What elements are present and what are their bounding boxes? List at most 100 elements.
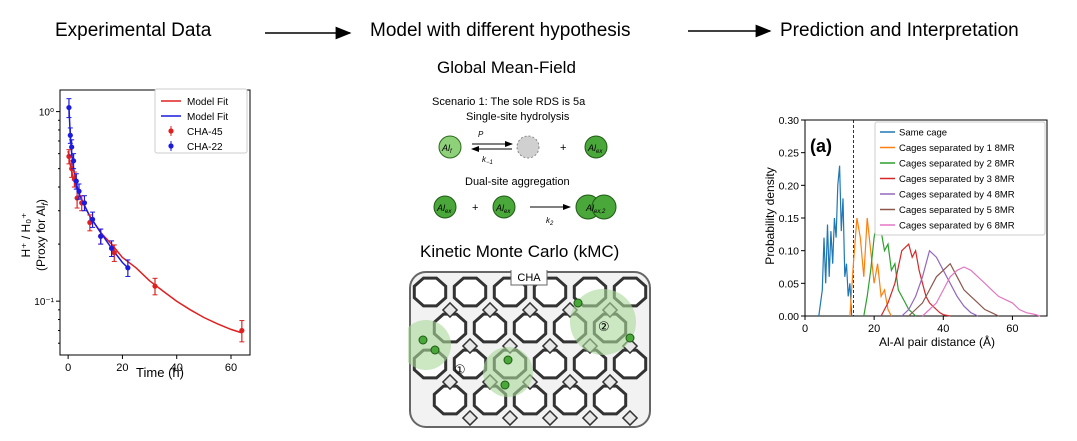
al-site-1 [418,335,428,345]
data-point-2-9 [239,327,245,334]
site-marker-2: ② [598,319,610,334]
highlight-right [570,289,636,355]
plus-sign-1: + [560,142,566,154]
al-site-6 [625,333,635,343]
legend-label-1: Model Fit [187,112,228,123]
al-ex-circle-3 [492,195,516,219]
dual-site-text: Dual-site aggregation [465,176,570,188]
d4r-unit-14 [601,373,619,391]
series-line-1 [849,217,892,317]
data-point-3-8 [98,233,104,239]
experimental-chart-ylabel: H⁺ / H₀⁺ [20,213,33,258]
al-site-2 [430,345,440,355]
legend-label-3: CHA-22 [187,142,223,153]
y-tick-label-1: 0.05 [779,278,800,290]
d4r-unit-15 [461,409,479,427]
k-minus1-label: k−1 [482,155,493,166]
al-ex-label-2: Alex [436,203,452,215]
distance-chart-lines [818,165,1041,317]
series-line-6 [922,266,1041,317]
distance-chart-xlabel: Al-Al pair distance (Å) [879,334,995,349]
data-point-3-6 [81,200,88,206]
experimental-chart-ylabel2-text: (Proxy for Al [34,206,48,271]
experimental-chart-ylabel2: (Proxy for Alf) [34,199,50,271]
cage-ring-21 [592,384,628,416]
al-site-4 [500,380,510,390]
distance-chart-ylabel: Probability density [763,167,777,264]
al-ex-label-1: Alex [587,143,603,155]
site-marker-1: ① [454,362,466,377]
series-line-0 [818,165,853,317]
experimental-chart-points [66,98,245,343]
d4r-unit-17 [541,409,559,427]
heading-experimental-data: Experimental Data [55,20,212,41]
y-tick-label-5: 0.25 [779,148,800,160]
cage-ring-1 [452,276,488,308]
legend-label-2: CHA-45 [187,127,223,138]
x-tick-label-3: 60 [225,362,237,374]
al-ex-label-3-text: Al [495,203,505,213]
legend-label-2: Cages separated by 2 8MR [899,159,1015,170]
al-ex-label-1-sub: ex [596,149,603,155]
al-ex2-label-text: Al [585,203,595,213]
al-ex-label-3: Alex [495,203,511,215]
d4r-unit-13 [561,373,579,391]
al-ex-label-1-text: Al [587,143,597,153]
y-tick-label-1: 10⁻¹ [34,297,54,308]
highlight-bottom [483,347,533,397]
al-f-label-text: Al [441,143,451,153]
d4r-unit-10 [441,373,459,391]
highlight-left [408,320,451,370]
x-tick-label-2: 40 [171,362,183,374]
legend-label-0: Same cage [899,128,947,139]
kmc-title: Kinetic Monte Carlo (kMC) [420,242,620,261]
k2-label: k2 [546,216,554,227]
cage-ring-17 [432,384,468,416]
experimental-chart-ylabel-text: H⁺ / H₀⁺ [20,213,33,258]
data-point-3-7 [89,216,96,222]
x-tick-label-1: 20 [116,362,128,374]
x-tick-label-0: 0 [802,323,808,335]
al-ex-label-2-text: Al [436,203,446,213]
y-tick-label-3: 0.15 [779,213,800,225]
data-point-3-10 [125,265,131,271]
cage-ring-15 [572,348,608,380]
series-line-4 [901,249,979,317]
al-f-circle [438,135,462,159]
series-line-2 [863,217,917,317]
al-f-label: Alf [441,143,453,155]
experimental-chart-ylabel2-end: ) [34,199,48,203]
cage-ring-0 [412,276,448,308]
k-minus1-sub: −1 [486,160,493,166]
x-tick-label-2: 40 [937,323,949,335]
data-point-3-5 [76,188,82,194]
al-site-5 [573,298,583,308]
legend-label-1: Cages separated by 1 8MR [899,143,1015,154]
cage-ring-20 [552,384,588,416]
vacancy-circle [516,135,540,159]
al-ex-label-2-sub: ex [445,209,452,215]
al-ex2-circle-b [591,194,617,220]
al-ex2-label-sub: ex,2 [594,209,606,215]
k2-label-text: k [546,216,551,225]
legend-swatch-2 [168,128,174,134]
y-tick-label-0: 10⁰ [39,108,54,119]
data-point-3-2 [69,144,75,150]
distance-chart-title: (a) [810,136,832,156]
y-tick-label-0: 0.00 [779,311,800,323]
x-tick-label-3: 60 [1006,323,1018,335]
y-tick-label-6: 0.30 [779,115,800,127]
k2-sub: 2 [549,221,554,227]
legend-box [874,121,1046,236]
y-tick-label-4: 0.20 [779,180,800,192]
al-f-label-sub: f [450,149,453,155]
d4r-unit-0 [441,301,459,319]
data-point-2-8 [152,283,158,289]
d4r-unit-16 [501,409,519,427]
legend-label-0: Model Fit [187,97,228,108]
d4r-unit-2 [521,301,539,319]
